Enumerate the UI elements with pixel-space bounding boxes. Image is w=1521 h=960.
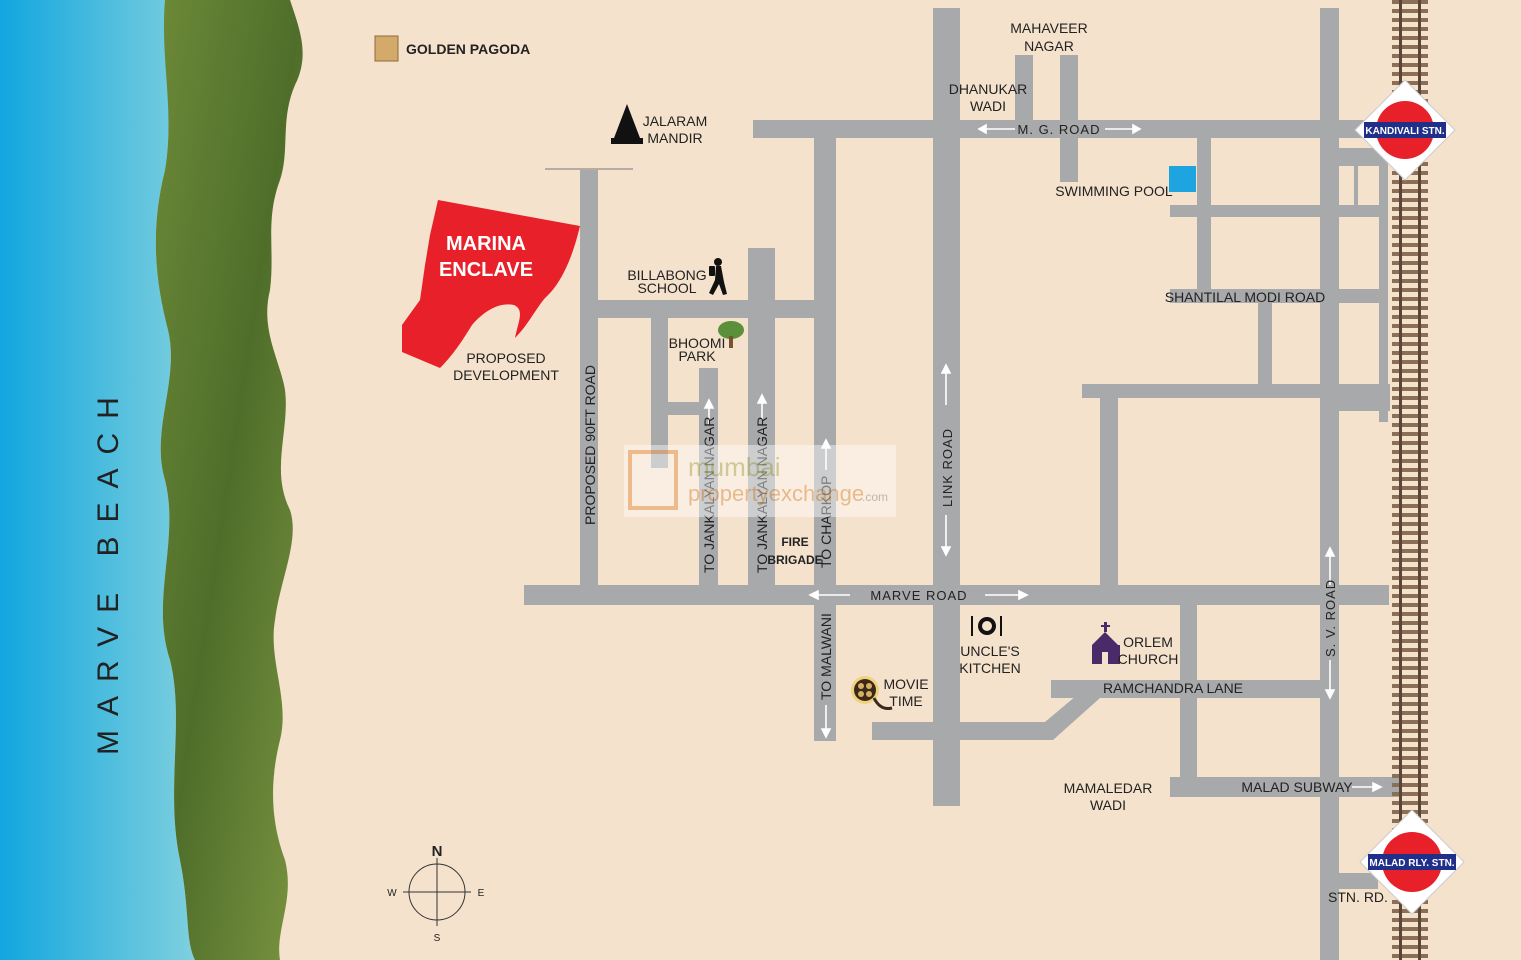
bhoomi-label-1: BHOOMI (669, 335, 726, 351)
church-icon (1092, 622, 1120, 664)
walking-student-icon (709, 258, 727, 295)
kandivali-station: KANDIVALI STN. (1354, 79, 1456, 181)
road (651, 318, 668, 468)
mamaledar-label-1: MAMALEDAR (1064, 780, 1153, 796)
golden-pagoda-label: GOLDEN PAGODA (406, 41, 530, 57)
project-name-line1: MARINA (446, 233, 526, 255)
fire-brigade-label-1: FIRE (781, 535, 808, 549)
road (524, 585, 1389, 605)
to-jankalyan-label-2: TO JANKALYAN NAGAR (754, 417, 770, 573)
marina-enclave-plot (402, 200, 580, 368)
road (1258, 303, 1272, 385)
road (668, 402, 700, 415)
road (1338, 393, 1390, 411)
road (1320, 8, 1339, 960)
compass-south: S (434, 933, 441, 944)
watermark: mumbai propertyexchange .com (624, 445, 896, 517)
project-name-line2: ENCLAVE (439, 259, 533, 281)
shantilal-road-label: SHANTILAL MODI ROAD (1165, 289, 1326, 305)
uncles-label-2: KITCHEN (959, 660, 1020, 676)
road (1100, 398, 1118, 588)
mg-road-label: M. G. ROAD (1018, 122, 1101, 137)
dining-icon (971, 616, 1002, 636)
golden-pagoda-swatch (374, 35, 399, 62)
road (872, 722, 1052, 740)
malad-subway-label: MALAD SUBWAY (1241, 779, 1353, 795)
orlem-label-1: ORLEM (1123, 634, 1173, 650)
road (1045, 680, 1110, 740)
to-charkop-label: TO CHARKOP (818, 476, 834, 568)
road-network (524, 8, 1400, 960)
billabong-label-2: SCHOOL (637, 280, 696, 296)
sv-road-label: S. V. ROAD (1323, 579, 1338, 657)
compass-east: E (478, 888, 485, 899)
malad-station: MALAD RLY. STN. (1359, 809, 1465, 915)
mangrove-belt (155, 0, 303, 960)
road (1338, 148, 1388, 166)
mahaveer-label-1: MAHAVEER (1010, 20, 1088, 36)
road (699, 368, 718, 586)
road (1060, 55, 1078, 182)
road (1170, 777, 1400, 797)
compass-west: W (387, 888, 397, 899)
fire-brigade-label-2: BRIGADE (767, 553, 822, 567)
watermark-line2: propertyexchange (688, 481, 864, 506)
sea (0, 0, 195, 960)
to-malwani-label: TO MALWANI (818, 613, 834, 700)
uncles-label-1: UNCLE'S (960, 643, 1019, 659)
tree-icon (718, 321, 744, 348)
watermark-suffix: .com (862, 490, 888, 504)
compass-north: N (432, 843, 443, 860)
road (814, 605, 836, 741)
dhanukar-label-1: DHANUKAR (949, 81, 1028, 97)
film-reel-icon (851, 676, 893, 710)
road (598, 300, 816, 318)
proposed-label-2: DEVELOPMENT (453, 367, 559, 383)
temple-icon (611, 104, 643, 144)
mamaledar-label-2: WADI (1090, 797, 1126, 813)
link-road-label: LINK ROAD (940, 428, 955, 507)
ramchandra-lane-label: RAMCHANDRA LANE (1103, 680, 1243, 696)
jalaram-label-1: JALARAM (643, 113, 708, 129)
road (1015, 55, 1033, 120)
road (1170, 205, 1388, 217)
road (580, 170, 598, 585)
road (1354, 148, 1358, 212)
swimming-pool-marker (1169, 166, 1196, 192)
proposed-90ft-road-label: PROPOSED 90FT ROAD (582, 365, 598, 525)
kandivali-station-label: KANDIVALI STN. (1365, 126, 1444, 137)
dhanukar-label-2: WADI (970, 98, 1006, 114)
movie-label-2: TIME (889, 693, 922, 709)
road (1051, 680, 1321, 698)
jalaram-label-2: MANDIR (647, 130, 702, 146)
road (933, 8, 960, 806)
watermark-line1: mumbai (688, 452, 780, 482)
road (1170, 289, 1388, 303)
malad-station-label: MALAD RLY. STN. (1369, 858, 1454, 869)
marve-road-label: MARVE ROAD (870, 588, 967, 603)
to-jankalyan-label-1: TO JANKALYAN NAGAR (701, 417, 717, 573)
movie-label-1: MOVIE (883, 676, 928, 692)
mahaveer-label-2: NAGAR (1024, 38, 1074, 54)
beach-label: MARVE BEACH (92, 383, 125, 755)
road (1338, 873, 1378, 889)
road (814, 138, 836, 603)
compass-icon (403, 858, 471, 926)
road (1379, 148, 1388, 422)
billabong-label-1: BILLABONG (627, 267, 706, 283)
proposed-label-1: PROPOSED (466, 350, 545, 366)
bhoomi-label-2: PARK (678, 348, 716, 364)
road (1180, 605, 1197, 795)
swimming-pool-label: SWIMMING POOL (1055, 183, 1173, 199)
road (1082, 384, 1390, 398)
orlem-label-2: CHURCH (1118, 651, 1179, 667)
road-arrows (703, 123, 1383, 793)
stn-rd-label: STN. RD. (1328, 889, 1388, 905)
